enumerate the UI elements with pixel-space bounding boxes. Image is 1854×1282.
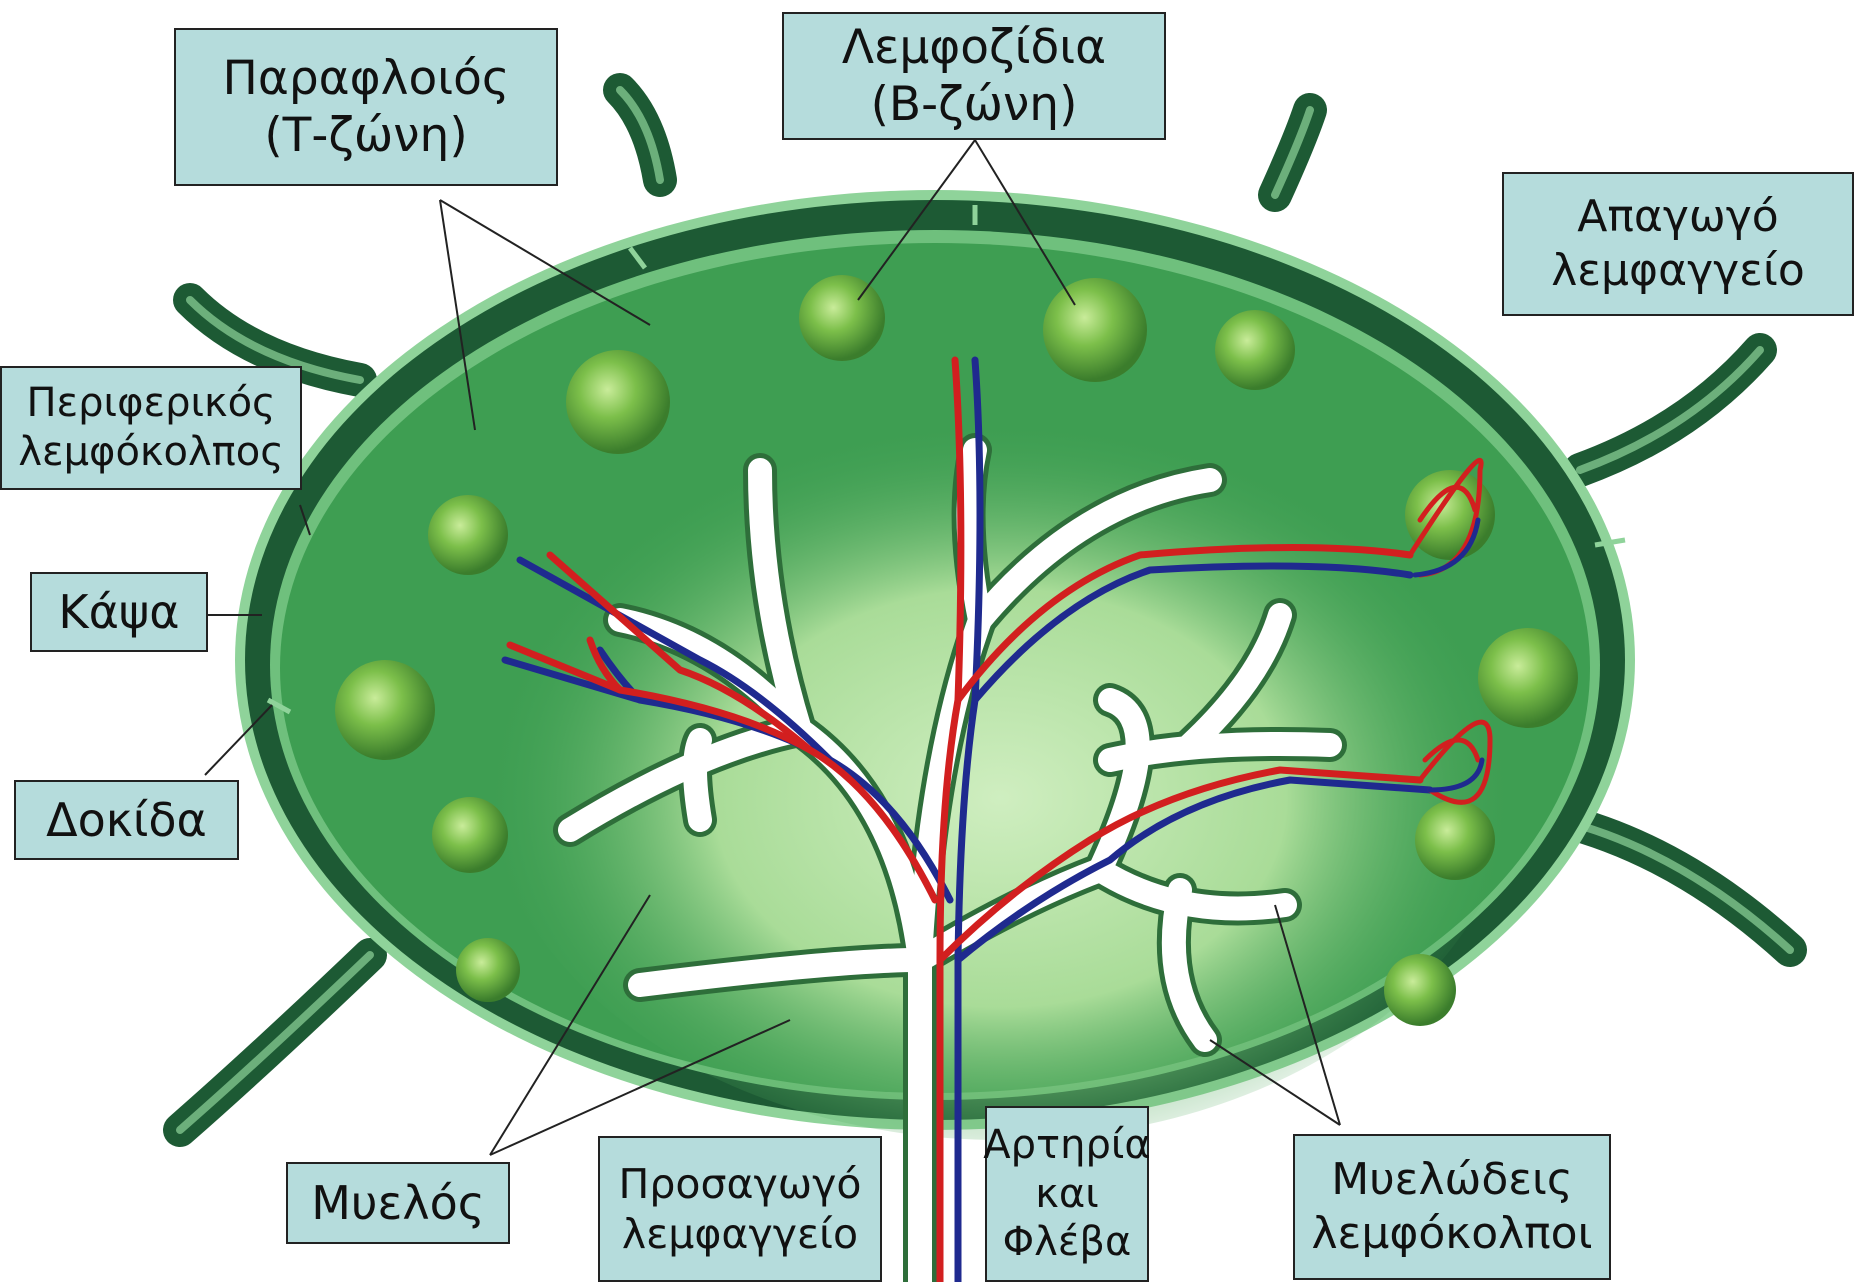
follicle: [432, 797, 508, 873]
label-paracortex: Παραφλοιός (Τ-ζώνη): [174, 28, 558, 186]
follicle: [1043, 278, 1147, 382]
follicle: [335, 660, 435, 760]
label-trabecula: Δοκίδα: [14, 780, 239, 860]
follicle: [428, 495, 508, 575]
medulla-region: [480, 380, 1520, 1140]
label-follicles: Λεμφοζίδια (Β-ζώνη): [782, 12, 1166, 140]
label-efferent-lymphatic: Απαγωγό λεμφαγγείο: [1502, 172, 1854, 316]
label-medullary-sinuses: Μυελώδεις λεμφόκολποι: [1293, 1134, 1611, 1280]
follicle: [1215, 310, 1295, 390]
follicle: [799, 275, 885, 361]
follicle: [456, 938, 520, 1002]
follicle: [1415, 800, 1495, 880]
label-subcapsular-sinus: Περιφερικός λεμφόκολπος: [0, 366, 302, 490]
follicle: [566, 350, 670, 454]
follicle: [1478, 628, 1578, 728]
label-capsule: Κάψα: [30, 572, 208, 652]
label-medulla: Μυελός: [286, 1162, 510, 1244]
label-afferent-lymphatic: Προσαγωγό λεμφαγγείο: [598, 1136, 882, 1282]
label-artery-vein: Αρτηρία και Φλέβα: [985, 1106, 1149, 1282]
follicle: [1384, 954, 1456, 1026]
